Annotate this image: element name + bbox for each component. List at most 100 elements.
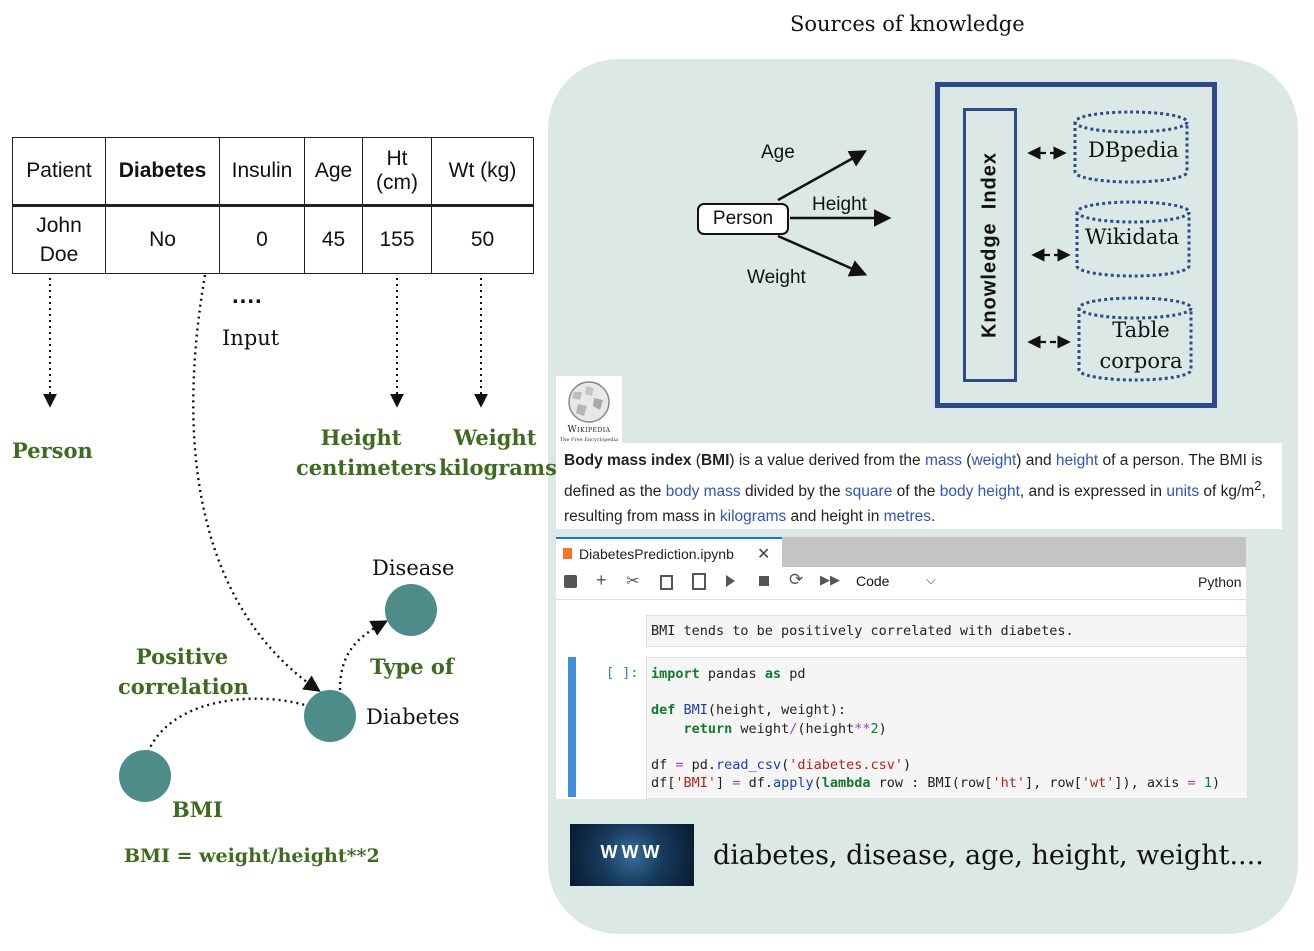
fast-forward-icon[interactable]: ▶▶ [820,572,840,587]
disease-label: Disease [372,556,455,580]
cell-diabetes: No [105,205,220,274]
code-line: def BMI(height, weight): [651,701,1220,719]
code-token: ( [813,775,822,792]
schema-arrows [777,150,892,277]
table-corpora-cylinder [1077,296,1193,382]
schema-person-box: Person [697,203,789,235]
knowledge-index: Knowledge Index [963,108,1017,382]
input-label: Input [222,326,280,350]
web-keywords: diabetes, disease, age, height, weight..… [713,840,1264,871]
disease-node [385,584,437,636]
code-token: pandas [699,666,765,682]
wikipedia-logo: Wikipedia The Free Encyclopedia [556,376,622,444]
table-header-row: Patient Diabetes Insulin Age Ht (cm) Wt … [12,137,534,207]
code-token: def [651,702,676,719]
wiki-text-run: ) is a value derived from the [729,452,925,469]
diagram-title: Sources of knowledge [790,12,1025,36]
wiki-link[interactable]: weight [971,452,1017,469]
code-token: ], row[ [1024,775,1082,792]
wiki-text-run: BMI [700,452,730,469]
cell-age: 45 [304,205,363,274]
wikipedia-logo-subtitle: The Free Encyclopedia [559,437,619,443]
header-height: Ht (cm) [362,137,432,207]
wiki-link[interactable]: square [844,483,893,501]
code-token: import [651,666,700,682]
code-token: read_csv [716,756,782,773]
wiki-text-run: Body mass index [564,452,692,469]
code-line: df['BMI'] = df.apply(lambda row : BMI(ro… [651,774,1220,792]
input-dots: .... [232,282,263,309]
wiki-link[interactable]: body mass [665,483,741,501]
positive-correlation-label: Positive correlation [118,644,249,699]
wiki-link[interactable]: metres [883,508,932,526]
save-icon[interactable] [564,575,577,588]
wiki-text-run: . [931,508,936,526]
cell-type-select[interactable]: Code [856,573,890,589]
code-token: 'BMI' [675,775,717,792]
run-icon[interactable] [726,575,735,587]
code-token: 'ht' [992,775,1025,792]
knowledge-sources-diagram [1027,110,1193,382]
markdown-cell[interactable]: BMI tends to be positively correlated wi… [646,615,1248,647]
wiki-link[interactable]: height [1055,452,1099,469]
code-token: ( [781,756,790,773]
wiki-link[interactable]: kilograms [719,508,787,526]
wikidata-cylinder [1075,200,1191,278]
cut-icon[interactable]: ✂ [626,573,640,590]
close-icon[interactable]: ✕ [757,546,771,563]
arrow-type-of [338,620,388,691]
wiki-text-run: , resulting from mass in [564,483,1266,526]
chevron-down-icon[interactable]: ⌵ [926,572,936,587]
code-line [651,683,1220,701]
add-cell-icon[interactable]: + [596,570,607,590]
source-table-corpora: Table corpora [1099,318,1183,373]
tab-notebook[interactable]: DiabetesPrediction.ipynb ✕ [556,537,782,569]
code-token: 2 [870,720,879,737]
wiki-text-run: ( [962,452,972,469]
wikipedia-text: Body mass index (BMI) is a value derived… [564,448,1276,529]
wiki-text-run: , and is expressed in [1019,483,1167,501]
code-token: lambda [821,775,871,792]
code-token: ** [854,720,871,737]
tab-notebook-title: DiabetesPrediction.ipynb [579,546,734,562]
wikipedia-snippet [556,443,1282,529]
code-token: df. [740,775,773,792]
notebook-toolbar: + ✂ ⟳ ▶▶ Code ⌵ Python [556,567,1246,600]
wiki-text-run: ( [691,452,701,469]
schema-weight: Weight [747,267,806,288]
type-of-label: Type of [370,654,454,679]
code-token: df[ [651,775,676,792]
wikipedia-globe-icon [568,381,610,423]
www-globe-image: WWW [570,824,694,886]
wiki-text-run: ) and [1016,452,1056,469]
left-connectors [43,274,488,753]
cell-height: 155 [362,205,432,274]
paste-icon[interactable] [692,573,706,590]
diabetes-node [304,690,356,742]
header-diabetes: Diabetes [105,137,220,207]
type-weight: Weight kilograms [439,425,557,480]
code-token: weight [732,720,790,737]
restart-icon[interactable]: ⟳ [789,570,804,589]
wiki-text-run: and height in [786,508,884,526]
code-token: ) [1211,775,1221,792]
code-token: / [789,720,798,737]
code-token: (height, weight): [707,702,847,719]
stop-icon[interactable] [759,576,769,586]
wiki-link[interactable]: body height [939,483,1020,501]
copy-icon[interactable] [660,575,673,590]
wiki-link[interactable]: units [1166,483,1200,501]
code-token [1196,775,1204,791]
wiki-text-run: divided by the [740,483,845,501]
wiki-text-run: of a person. The BMI is defined as the [564,452,1263,501]
table-row: John Doe No 0 45 155 50 [12,205,534,274]
bmi-formula: BMI = weight/height**2 [124,845,380,867]
header-age: Age [304,137,363,207]
kernel-name[interactable]: Python [1198,574,1242,590]
dbpedia-cylinder [1073,110,1189,184]
wiki-link[interactable]: mass [924,452,962,469]
cell-prompt: [ ]: [606,665,639,681]
active-cell-indicator [568,657,576,797]
